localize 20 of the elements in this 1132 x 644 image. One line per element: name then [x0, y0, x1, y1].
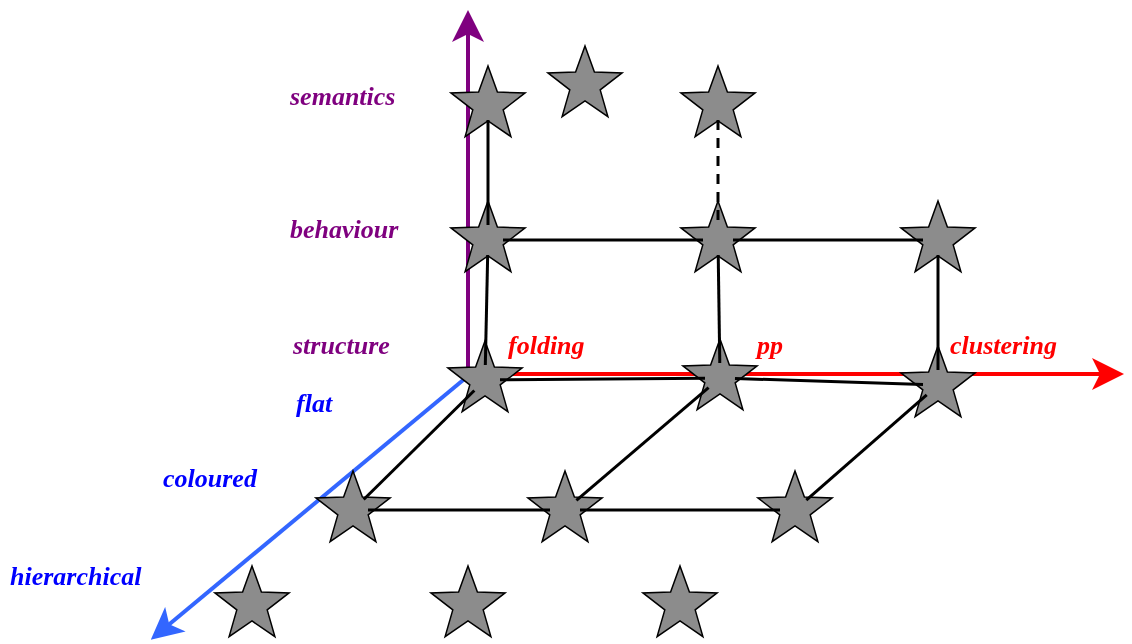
connector-line [503, 238, 703, 242]
axis-label: semantics [290, 82, 396, 112]
axis-label: clustering [950, 331, 1057, 361]
axis-label: pp [757, 331, 783, 361]
connector-line [362, 389, 476, 501]
axis-label: hierarchical [10, 562, 142, 592]
connector-line [368, 508, 550, 512]
connector-line [580, 508, 780, 512]
connector-line [805, 393, 928, 502]
axis-label: structure [293, 331, 390, 361]
axis-label: coloured [163, 464, 257, 494]
connector-line [733, 238, 923, 242]
connector-line [500, 376, 705, 382]
connector-line [575, 386, 710, 502]
connector-line [734, 377, 924, 386]
axis-label: flat [296, 389, 333, 419]
axis-label: behaviour [290, 215, 399, 245]
connector-line [486, 120, 490, 225]
connector-line [936, 255, 940, 370]
axis-label: folding [508, 331, 585, 361]
